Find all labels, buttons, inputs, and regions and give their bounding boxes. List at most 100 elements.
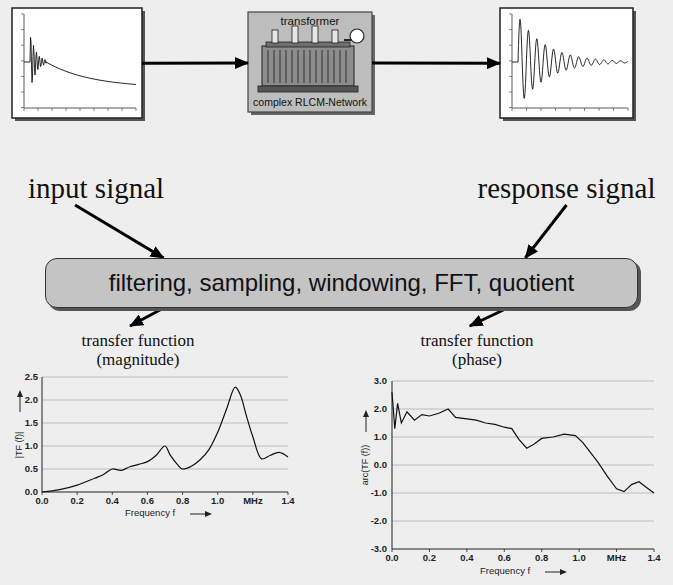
plot-tick — [584, 108, 585, 111]
plot-tick — [509, 60, 512, 61]
tick-label: 0.8 — [176, 496, 189, 506]
axis-arrow-head — [17, 390, 23, 397]
tick-label: 1.0 — [572, 553, 585, 563]
axis-arrow-head — [205, 511, 212, 517]
box-caption: complex RLCM-Network — [248, 97, 372, 109]
grid-line — [392, 493, 654, 494]
tick-label: -3.0 — [371, 544, 387, 554]
axis-tick — [252, 492, 253, 495]
fin — [268, 50, 269, 83]
tick-label: 1.0 — [374, 432, 387, 442]
plot-tick — [509, 45, 512, 46]
chart-title: transfer function (magnitude) — [68, 332, 208, 369]
plot-tick — [526, 108, 527, 111]
plot-tick — [509, 92, 512, 93]
plot-tick — [21, 92, 24, 93]
process-box: filtering, sampling, windowing, FFT, quo… — [45, 258, 638, 308]
tick-label: 1.4 — [281, 496, 294, 506]
transformer-tank — [262, 46, 354, 86]
axis-tick — [182, 492, 183, 495]
phase-curve — [392, 392, 654, 493]
grid-line — [42, 469, 288, 470]
process-text: filtering, sampling, windowing, FFT, quo… — [46, 270, 637, 296]
plot-tick — [570, 108, 571, 111]
axis-tick — [112, 492, 113, 495]
fin — [274, 50, 275, 83]
y-axis — [392, 381, 393, 549]
magnitude-curve — [42, 387, 288, 492]
plot-tick — [94, 108, 95, 111]
tick-label: MHz — [243, 496, 263, 506]
tick-label: 0.0 — [385, 553, 398, 563]
plot-frame — [12, 8, 142, 118]
bushing — [292, 26, 298, 43]
tick-label: 1.4 — [647, 553, 660, 563]
plot-ticks — [509, 14, 628, 111]
grid-line — [392, 465, 654, 466]
tick-label: 0.2 — [423, 553, 436, 563]
flow-arrow — [525, 205, 566, 258]
tick-label: 0.0 — [374, 460, 387, 470]
axis-title: |TF (f)| — [15, 432, 25, 459]
grid-line — [392, 409, 654, 410]
signal-plot: response signal — [500, 8, 633, 205]
tick-label: MHz — [607, 553, 627, 563]
flow-arrow — [372, 62, 500, 65]
axis-ticks — [42, 492, 288, 495]
tick-label: 3.0 — [374, 376, 387, 386]
plot-tick — [509, 29, 512, 30]
flow-arrow — [142, 62, 248, 65]
box-title: transformer — [248, 15, 372, 28]
x-axis — [392, 549, 654, 550]
tick-label: 0.0 — [35, 496, 48, 506]
axis-tick — [616, 549, 617, 552]
plot-tick — [512, 108, 513, 111]
plot-tick — [509, 14, 512, 15]
grid-line — [392, 381, 654, 382]
grid-line — [392, 437, 654, 438]
plot-frame — [500, 8, 633, 118]
axis-tick — [541, 549, 542, 552]
chart-title: transfer function (phase) — [407, 332, 547, 369]
transformer-box: transformer complex RLCM-Network — [248, 12, 372, 112]
fin — [328, 50, 329, 83]
fin — [310, 50, 311, 83]
plot-tick — [21, 14, 24, 15]
plot-tick — [628, 108, 629, 111]
response-signal-curve — [512, 19, 628, 98]
axis-tick — [287, 492, 288, 495]
plot-tick — [599, 108, 600, 111]
axis-arrow-head — [560, 569, 567, 575]
bushing — [272, 30, 278, 43]
plot-tick — [21, 29, 24, 30]
axis-tick — [653, 549, 654, 552]
axis-title: Frequency f — [480, 566, 530, 576]
tick-label: 0.6 — [498, 553, 511, 563]
plot-tick — [541, 108, 542, 111]
plot-tick — [108, 108, 109, 111]
tick-label: -2.0 — [371, 516, 387, 526]
grid-line — [42, 400, 288, 401]
fin — [334, 50, 335, 83]
tick-label: 1.0 — [211, 496, 224, 506]
conservator — [350, 29, 364, 43]
input-signal-curve — [24, 37, 136, 84]
axis-tick — [147, 492, 148, 495]
plot-tick — [136, 108, 137, 111]
tick-label: 0.8 — [535, 553, 548, 563]
signal-plot: input signal — [12, 8, 142, 205]
x-axis — [42, 492, 288, 493]
plot-ticks — [21, 14, 136, 111]
plot-tick — [24, 108, 25, 111]
axis-title: arc(TF (f)) — [361, 445, 371, 486]
plot-tick — [21, 60, 24, 61]
tick-label: 2.0 — [374, 404, 387, 414]
bushing — [312, 26, 318, 43]
plot-tick — [613, 108, 614, 111]
fin — [286, 50, 287, 83]
axis-tick — [77, 492, 78, 495]
axis-ticks — [392, 549, 654, 552]
transformer-picture — [258, 26, 364, 92]
axis-tick — [392, 549, 393, 552]
